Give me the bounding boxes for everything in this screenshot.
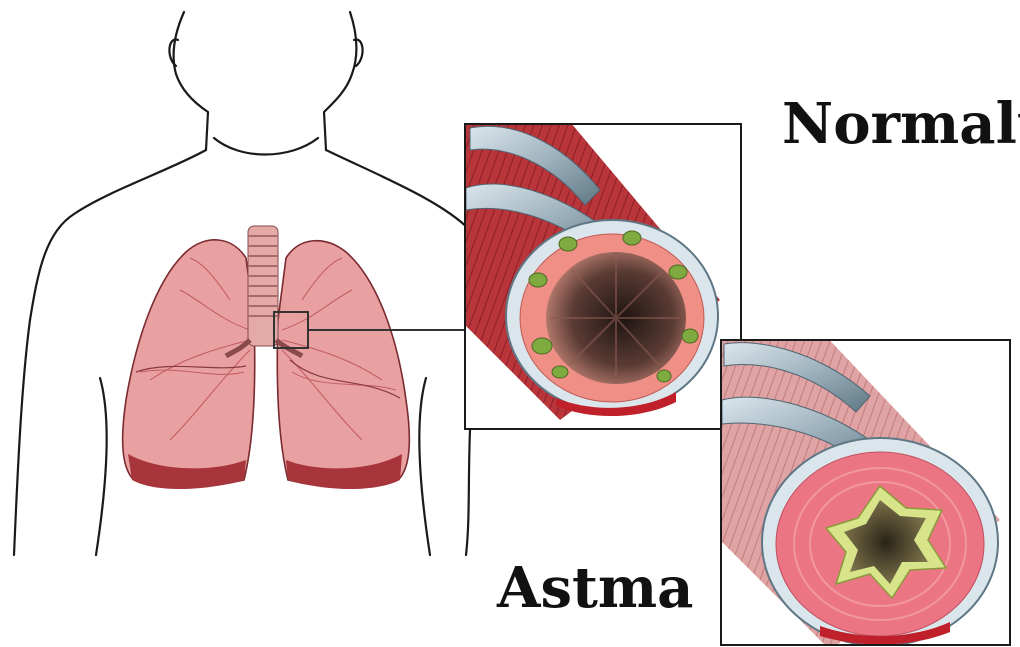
neck-curve bbox=[214, 138, 318, 155]
right-lung bbox=[277, 241, 409, 488]
left-lung bbox=[123, 240, 255, 487]
asthma-airway-label: Astma bbox=[497, 560, 693, 616]
asthma-airway-inset bbox=[700, 330, 1010, 647]
head-left-outline bbox=[174, 12, 208, 150]
left-arm-inner bbox=[96, 378, 107, 555]
right-flank bbox=[466, 430, 470, 555]
right-shoulder bbox=[326, 150, 470, 230]
normal-airway-label: Normalt bbox=[782, 96, 1020, 152]
right-arm-inner bbox=[419, 378, 430, 555]
head-right-outline bbox=[324, 12, 356, 150]
normal-airway-inset bbox=[440, 110, 741, 429]
